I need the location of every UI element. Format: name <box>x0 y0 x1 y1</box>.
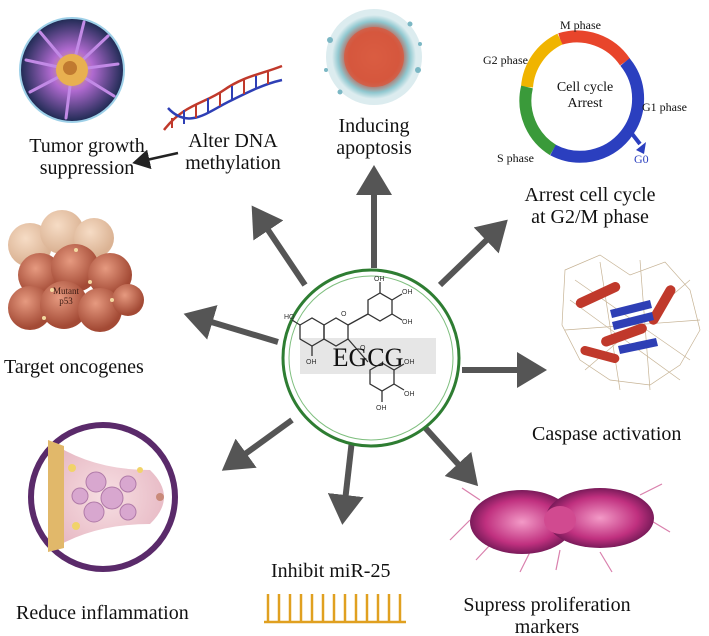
cell-cycle-ring <box>519 30 646 163</box>
proliferation-cell-illustration <box>449 483 671 573</box>
cell-cycle-center-text: Cell cycle Arrest <box>540 80 630 112</box>
apoptosis-label-line1: Inducing <box>338 115 410 137</box>
g1-phase-arc <box>550 58 645 163</box>
arrow-to-mir <box>327 439 364 525</box>
arrow-to-arrest <box>437 219 508 288</box>
arrest-label-line1: Arrest cell cycle <box>524 184 656 206</box>
m-phase-arc <box>558 30 630 66</box>
svg-text:OH: OH <box>376 405 387 412</box>
m-phase-label: M phase <box>560 18 601 32</box>
apoptosis-label: Inducing apoptosis <box>324 115 424 159</box>
apoptosis-cell-illustration <box>324 9 422 105</box>
egcg-center: OH OH OH HO OH OH OH OH O O EGCG <box>281 268 461 448</box>
tumor-label: Tumor growth suppression <box>2 135 172 179</box>
apoptosis-label-line2: apoptosis <box>336 137 412 159</box>
s-phase-arc <box>519 85 557 156</box>
dna-label-line1: Alter DNA <box>188 130 278 152</box>
inflammation-label: Reduce inflammation <box>16 602 189 624</box>
svg-text:OH: OH <box>404 359 415 366</box>
mir-label: Inhibit miR-25 <box>271 560 391 582</box>
svg-text:OH: OH <box>402 289 413 296</box>
breast-illustration <box>28 422 178 572</box>
cell-cycle-center-line1: Cell cycle <box>556 80 614 95</box>
svg-text:OH: OH <box>374 276 385 283</box>
tumor-label-line2: suppression <box>39 157 135 179</box>
g2-phase-label: G2 phase <box>483 53 528 67</box>
arrow-to-oncogenes <box>183 305 279 345</box>
arrest-label-line2: at G2/M phase <box>531 206 649 228</box>
mutant-p53-line1: Mutant <box>53 286 79 296</box>
tumor-cell-illustration <box>19 17 125 123</box>
svg-text:O: O <box>341 311 347 318</box>
svg-text:OH: OH <box>306 359 317 366</box>
svg-text:HO: HO <box>284 314 295 321</box>
arrows <box>183 165 547 525</box>
dna-helix-illustration <box>163 64 283 131</box>
dna-label-line2: methylation <box>185 152 281 174</box>
arrow-dna-to-tumor <box>132 149 179 170</box>
caspase-label: Caspase activation <box>532 423 682 445</box>
cell-cycle-center-line2: Arrest <box>567 96 603 111</box>
tumor-label-line1: Tumor growth <box>29 135 145 157</box>
arrow-to-dna <box>251 205 308 287</box>
proliferation-label-line2: markers <box>514 616 580 636</box>
egcg-label: EGCG <box>333 343 404 372</box>
mutant-p53-line2: p53 <box>59 296 73 306</box>
svg-text:OH: OH <box>404 391 415 398</box>
egcg-molecule <box>291 282 405 402</box>
proliferation-label: Supress proliferation markers <box>452 594 642 636</box>
arrow-to-proliferation <box>417 419 479 487</box>
dna-label: Alter DNA methylation <box>178 130 288 174</box>
arrest-label: Arrest cell cycle at G2/M phase <box>490 184 690 228</box>
caspase-protein-illustration <box>561 254 701 391</box>
s-phase-label: S phase <box>497 151 534 165</box>
arrow-to-inflammation <box>221 417 294 471</box>
proliferation-label-line1: Supress proliferation <box>463 594 631 616</box>
g2-phase-arc <box>521 33 563 88</box>
mir-bars <box>264 594 406 624</box>
svg-text:O: O <box>360 345 366 352</box>
oncogenes-label: Target oncogenes <box>4 356 144 378</box>
g1-phase-label: G1 phase <box>642 100 687 114</box>
svg-text:OH: OH <box>402 319 413 326</box>
g0-label: G0 <box>634 152 649 166</box>
oncogene-cells-illustration: Mutant p53 <box>8 210 144 332</box>
